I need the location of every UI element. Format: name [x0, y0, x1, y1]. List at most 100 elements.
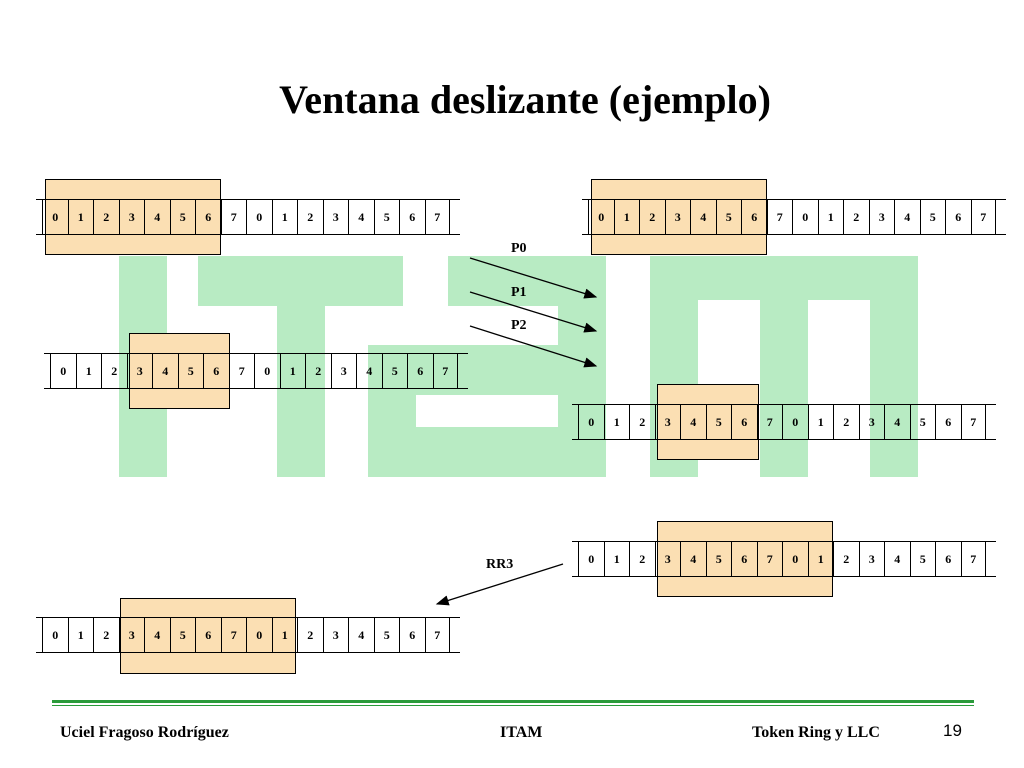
sequence-number-cell: 6 — [731, 405, 757, 439]
sequence-number-cell: 2 — [305, 354, 331, 388]
sequence-number-cell: 6 — [203, 354, 229, 388]
sequence-number-cell: 5 — [177, 354, 204, 388]
sequence-number-cell: 6 — [945, 200, 971, 234]
sequence-number-cell: 4 — [144, 618, 170, 652]
sequence-number-cell: 6 — [935, 405, 961, 439]
sequence-number-cell: 5 — [373, 200, 400, 234]
sequence-number-cell: 0 — [246, 200, 272, 234]
sequence-number-cell: 5 — [373, 618, 400, 652]
sequence-number-cell: 0 — [578, 405, 604, 439]
sequence-number-cell: 5 — [909, 405, 936, 439]
window-receiver-after-rr — [657, 521, 833, 597]
sequence-number-cell: 4 — [680, 542, 706, 576]
window-sender-after-send — [129, 333, 230, 409]
sequence-number-cell: 1 — [603, 542, 630, 576]
sequence-number-cell: 7 — [756, 542, 783, 576]
window-sender-initial — [45, 179, 221, 255]
sequence-number-cell: 2 — [93, 200, 119, 234]
sequence-number-cell: 4 — [680, 405, 706, 439]
sequence-number-cell: 4 — [144, 200, 170, 234]
sequence-number-cell: 5 — [705, 542, 732, 576]
sequence-number-cell: 6 — [935, 542, 961, 576]
sequence-number-cell: 5 — [919, 200, 946, 234]
sequence-number-cell: 0 — [578, 542, 604, 576]
sequence-number-cell: 6 — [731, 542, 757, 576]
ack-rr3-label: RR3 — [486, 557, 514, 572]
sequence-number-cell: 0 — [42, 200, 68, 234]
sequence-number-cell: 1 — [807, 542, 834, 576]
sequence-number-cell: 6 — [195, 200, 221, 234]
sequence-number-cell: 7 — [424, 200, 450, 234]
window-sender-after-rr — [120, 598, 296, 674]
sequence-number-cell: 0 — [588, 200, 614, 234]
ack-rr3-arrow — [435, 563, 564, 606]
sequence-number-cell: 1 — [817, 200, 844, 234]
window-receiver-after-receive — [657, 384, 759, 460]
sequence-number-cell: 2 — [101, 354, 127, 388]
sequence-number-cell: 0 — [246, 618, 272, 652]
sequence-number-cell: 3 — [118, 618, 145, 652]
sequence-number-cell: 2 — [629, 405, 655, 439]
sequence-number-cell: 4 — [884, 542, 910, 576]
frame-p1-label: P1 — [511, 285, 527, 300]
sequence-number-cell: 4 — [348, 618, 374, 652]
sequence-number-cell: 4 — [348, 200, 374, 234]
sequence-number-cell: 4 — [152, 354, 178, 388]
sequence-number-cell: 1 — [271, 618, 298, 652]
sequence-number-cell: 2 — [639, 200, 665, 234]
frame-p2-label: P2 — [511, 318, 527, 333]
sequence-number-cell: 7 — [220, 200, 247, 234]
sequence-number-cell: 1 — [279, 354, 306, 388]
footer-rule-thin — [52, 705, 974, 706]
footer-institution: ITAM — [500, 724, 543, 741]
sequence-number-cell: 2 — [843, 200, 869, 234]
sequence-number-cell: 6 — [399, 618, 425, 652]
sequence-number-cell: 5 — [909, 542, 936, 576]
sequence-number-cell: 3 — [322, 618, 349, 652]
sequence-number-cell: 2 — [833, 542, 859, 576]
sequence-number-cell: 5 — [169, 618, 196, 652]
page-title: Ventana deslizante (ejemplo) — [279, 77, 771, 122]
sequence-number-cell: 3 — [664, 200, 691, 234]
sequence-number-cell: 2 — [297, 618, 323, 652]
sequence-number-cell: 3 — [858, 542, 885, 576]
sequence-number-cell: 0 — [792, 200, 818, 234]
sequence-number-cell: 3 — [868, 200, 895, 234]
sequence-number-cell: 1 — [807, 405, 834, 439]
sequence-number-cell: 6 — [407, 354, 433, 388]
sequence-number-cell: 0 — [254, 354, 280, 388]
sequence-number-cell: 1 — [271, 200, 298, 234]
sequence-number-cell: 7 — [960, 542, 986, 576]
sequence-number-cell: 6 — [741, 200, 767, 234]
sequence-number-cell: 2 — [629, 542, 655, 576]
sequence-number-cell: 7 — [970, 200, 996, 234]
sequence-number-cell: 6 — [195, 618, 221, 652]
sequence-number-cell: 0 — [42, 618, 68, 652]
page-number: 19 — [943, 721, 962, 740]
sequence-number-cell: 2 — [297, 200, 323, 234]
sequence-number-cell: 4 — [884, 405, 910, 439]
frame-p0-label: P0 — [511, 241, 527, 256]
sequence-number-cell: 7 — [756, 405, 783, 439]
sequence-number-cell: 2 — [93, 618, 119, 652]
sequence-number-cell: 1 — [67, 200, 94, 234]
sequence-number-cell: 3 — [322, 200, 349, 234]
sequence-number-cell: 3 — [654, 405, 681, 439]
sequence-number-cell: 5 — [705, 405, 732, 439]
sequence-number-cell: 7 — [960, 405, 986, 439]
sequence-number-cell: 4 — [894, 200, 920, 234]
sequence-number-cell: 3 — [330, 354, 357, 388]
sequence-number-cell: 7 — [220, 618, 247, 652]
sequence-number-cell: 7 — [228, 354, 255, 388]
sequence-number-cell: 0 — [782, 405, 808, 439]
sequence-number-cell: 4 — [356, 354, 382, 388]
sequence-number-cell: 4 — [690, 200, 716, 234]
sequence-number-cell: 6 — [399, 200, 425, 234]
sequence-number-cell: 5 — [381, 354, 408, 388]
sequence-number-cell: 7 — [424, 618, 450, 652]
